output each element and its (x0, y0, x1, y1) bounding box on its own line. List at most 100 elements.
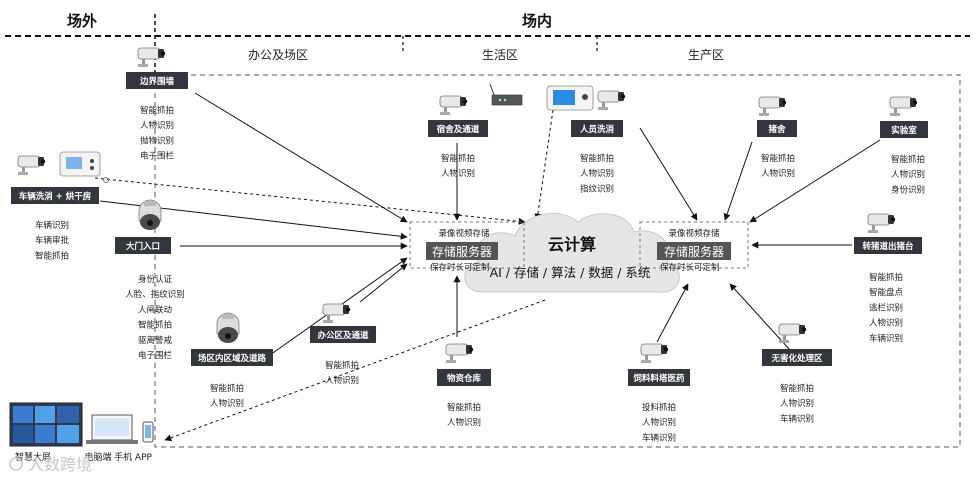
node-label-box (762, 349, 832, 366)
node-feature: 智能抓拍 (325, 360, 359, 371)
node-label: 猪舍 (767, 124, 786, 135)
node-feature: 人物识别 (447, 417, 481, 428)
node-label-box (11, 187, 99, 204)
cloud-services: AI / 存储 / 算法 / 数据 / 系统 (490, 265, 651, 280)
bullet-camera-icon (445, 343, 474, 364)
node-label-box (571, 120, 623, 137)
zone-outside-title: 场外 (67, 12, 97, 30)
node-label: 办公区及通道 (317, 330, 369, 341)
personnel-wash-device (546, 85, 594, 111)
node-label-box (854, 237, 922, 254)
node-feature: 智能抓拍 (441, 153, 475, 164)
node-feature: 身份认证 (138, 274, 173, 285)
dome-camera-icon (216, 312, 240, 344)
node-feature: 逃栏识别 (869, 302, 903, 313)
line-border-wall (194, 92, 408, 223)
watermark: 人数跨境 (9, 455, 92, 474)
node-label-box (310, 326, 376, 343)
node-label: 人员洗消 (580, 124, 615, 135)
node-label-box (191, 349, 273, 366)
node-feature: 身份识别 (891, 184, 925, 195)
terminal-mobile (142, 421, 154, 443)
storage-right-frame (639, 221, 749, 269)
bullet-camera-icon (778, 323, 807, 344)
cloud-shape (464, 213, 680, 293)
node-feature: 人物识别 (325, 375, 359, 386)
node-label-box (757, 120, 797, 137)
storage-right-main: 存储服务器 (664, 244, 724, 259)
cloud-title: 云计算 (548, 235, 596, 254)
line-personnel-wash (639, 127, 698, 221)
node-feature: 人物识别 (891, 169, 925, 180)
storage-left-bottom: 保存时长可定制 (430, 262, 490, 273)
node-feature: 智能抓拍 (35, 250, 69, 261)
node-feature: 智能抓拍 (138, 320, 172, 331)
zone-office-title: 办公及场区 (248, 47, 308, 62)
node-feature: 人脸、指纹识别 (125, 289, 185, 300)
node-feature: 智能抓拍 (140, 105, 174, 116)
bullet-camera-icon (322, 303, 351, 324)
bullet-camera-icon (597, 90, 626, 111)
node-feature: 智能抓拍 (869, 272, 903, 283)
line-pig-house (723, 141, 753, 221)
node-feature: 电子围栏 (140, 151, 175, 162)
node-label: 场区内区域及道路 (198, 353, 267, 364)
node-label: 车辆洗消 + 烘干房 (19, 191, 92, 202)
terminal-pc-label: 电脑端 (84, 451, 111, 463)
node-label: 宿舍及通道 (437, 124, 480, 135)
bullet-camera-icon (758, 96, 787, 117)
node-feature: 人闸联动 (138, 304, 173, 315)
node-feature: 人物识别 (580, 168, 614, 179)
node-feature: 人物识别 (780, 398, 814, 409)
node-feature: 智能抓拍 (761, 153, 795, 164)
bullet-camera-icon (640, 343, 669, 364)
line-to-terminals (164, 299, 546, 442)
node-feature: 车辆识别 (869, 333, 903, 344)
watermark-logo-icon (9, 457, 23, 471)
cloud-computing: 云计算 AI / 存储 / 算法 / 数据 / 系统 (464, 213, 680, 293)
node-feature: 投料抓拍 (642, 402, 676, 413)
node-feature: 抛物识别 (140, 135, 174, 146)
node-feature: 电子围栏 (138, 350, 173, 361)
farm-boundary (154, 74, 961, 448)
node-label: 转猪道出猪台 (862, 241, 914, 252)
storage-left-frame (409, 221, 525, 269)
storage-left-bar (426, 242, 498, 260)
node-label: 实验室 (891, 125, 917, 136)
gate-terminal-device (59, 151, 109, 183)
node-label: 大门入口 (126, 241, 160, 252)
bullet-camera-icon (889, 96, 918, 117)
node-feature: 车辆识别 (35, 220, 69, 231)
line-harmless-treatment (729, 283, 791, 351)
node-feature: 智能抓拍 (447, 402, 481, 413)
node-feature: 车辆识别 (642, 432, 676, 443)
node-feature: 人物识别 (642, 417, 676, 428)
storage-right-bottom: 保存时长可定制 (660, 262, 720, 273)
zone-living-title: 生活区 (482, 48, 518, 62)
node-feature: 车辆识别 (780, 413, 814, 424)
storage-right-top: 录像视频存储 (668, 228, 720, 239)
bullet-camera-icon (17, 155, 46, 176)
connectors (94, 92, 881, 442)
storage-left-main: 存储服务器 (432, 244, 492, 259)
node-label-box (115, 237, 171, 254)
node-label: 饲料料塔医药 (632, 373, 685, 384)
node-feature: 人物识别 (869, 318, 903, 329)
node-label: 无害化处理区 (770, 353, 823, 364)
bullet-camera-icon (867, 213, 896, 234)
line-vehicle-wash (94, 177, 526, 225)
node-label-box (428, 120, 488, 137)
node-feature: 人物识别 (761, 168, 795, 179)
node-label: 边界围墙 (139, 76, 175, 87)
